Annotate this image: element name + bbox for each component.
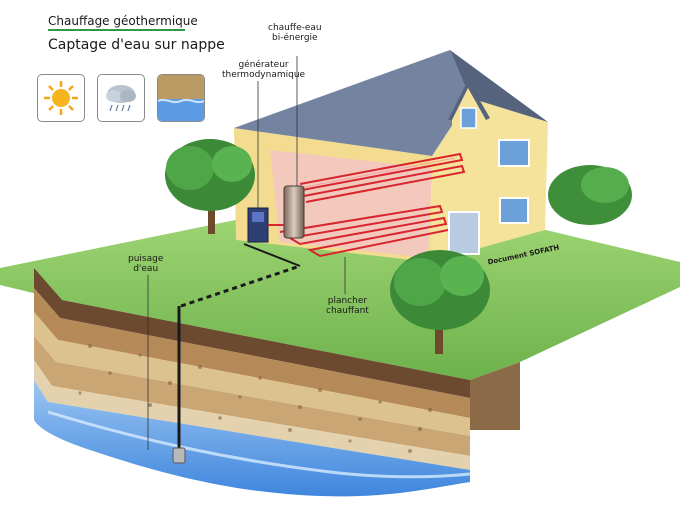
soil-cross-section	[34, 268, 520, 470]
roof	[234, 50, 470, 156]
gravel-layer	[34, 336, 470, 456]
topsoil-layer	[34, 268, 470, 398]
house	[234, 50, 548, 267]
sand-layer	[34, 312, 470, 436]
water-heater-tank	[283, 185, 305, 239]
tree-left	[165, 139, 255, 234]
rain-cloud-icon	[97, 74, 145, 122]
tree-front	[390, 250, 490, 354]
interior-cutaway	[270, 150, 432, 258]
submersible-pump	[172, 447, 186, 464]
patio-door	[448, 211, 480, 255]
sun-icon	[37, 74, 85, 122]
hedge-right	[548, 165, 632, 225]
lower-window	[499, 197, 529, 224]
upper-window	[498, 139, 530, 167]
floor-heating-lower	[279, 204, 449, 258]
diagram-title: Chauffage géothermique	[48, 14, 198, 31]
lawn	[0, 200, 680, 380]
clay-layer	[34, 288, 470, 418]
label-water-heater: chauffe-eau bi-énergie	[268, 23, 322, 43]
title-underline	[48, 29, 185, 31]
diagram-subtitle: Captage d'eau sur nappe	[48, 37, 225, 53]
rock-layer	[34, 360, 470, 470]
groundwater-aquifer	[34, 380, 470, 497]
water-table-icon	[157, 74, 205, 122]
label-generator: générateur thermodynamique	[222, 60, 306, 80]
dormer-window	[460, 107, 477, 129]
buried-pipe	[180, 264, 301, 308]
label-floor-heating: plancher chauffant	[326, 296, 369, 316]
label-water-draw: puisage d'eau	[128, 254, 164, 274]
